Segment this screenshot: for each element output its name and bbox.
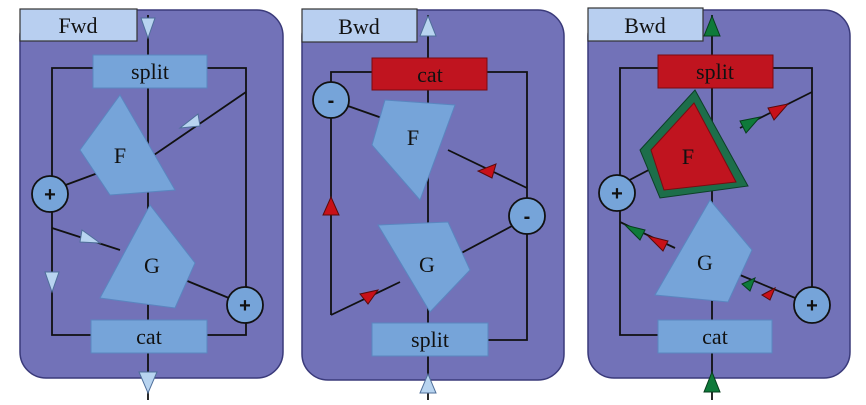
panel-background xyxy=(301,9,565,381)
left-rail-arrow xyxy=(44,271,60,294)
cat-box xyxy=(90,319,208,354)
add-op-left-label: + xyxy=(611,183,623,205)
mode-tab xyxy=(19,8,138,42)
split-box-label: split xyxy=(131,59,169,84)
cat-box-label: cat xyxy=(702,324,728,349)
cat-box-label: cat xyxy=(136,324,162,349)
left-rail-wire xyxy=(330,71,372,315)
panel-fwd: F G split cat + + Fwd xyxy=(19,8,284,400)
input-arrow xyxy=(140,17,156,40)
f-block-label: F xyxy=(682,144,694,169)
mode-tab xyxy=(587,7,704,42)
right-rail-wire xyxy=(773,67,813,292)
g-output-grad-arrow xyxy=(359,289,380,305)
g-output-grad-arrow-red xyxy=(646,235,669,252)
sub-op-right xyxy=(508,197,546,235)
g-block-label: G xyxy=(419,252,435,277)
input-arrow xyxy=(419,372,437,394)
f-input-grad-arrow xyxy=(476,163,497,179)
f-input-grad-arrow-red xyxy=(767,103,790,121)
add-op-left xyxy=(598,174,636,212)
add-op-right-label: + xyxy=(806,295,818,317)
add-op-right-label: + xyxy=(239,295,251,317)
cat-box-label: cat xyxy=(417,62,443,87)
add-to-g-grad-arrow-green xyxy=(741,277,756,292)
add-op-left-label: + xyxy=(44,184,56,206)
input-to-f-arrow xyxy=(178,113,201,129)
cat-box xyxy=(657,319,773,354)
f-block xyxy=(371,99,456,201)
panel-background xyxy=(587,9,851,379)
add-op-left xyxy=(31,175,69,213)
add-op-right xyxy=(226,286,264,324)
add-op-right xyxy=(793,286,831,324)
mode-tab-label: Fwd xyxy=(58,13,97,38)
mode-tab-label: Bwd xyxy=(338,14,380,39)
g-block-label: G xyxy=(144,253,160,278)
f-block-label: F xyxy=(407,125,419,150)
split-box xyxy=(92,54,208,89)
split-box-label: split xyxy=(696,59,734,84)
f-input-grad-arrow-green xyxy=(739,116,762,134)
f-block xyxy=(650,102,737,191)
g-block xyxy=(99,204,196,309)
f-block-label: F xyxy=(114,143,126,168)
mode-tab xyxy=(301,8,418,43)
g-block-label: G xyxy=(697,250,713,275)
split-box xyxy=(657,54,774,89)
panel-bwd-2: F G split cat + + Bwd xyxy=(587,7,851,400)
panel-bwd-1: F G cat split - - Bwd xyxy=(301,8,565,400)
left-rail-grad-arrow xyxy=(322,195,340,216)
output-arrow xyxy=(138,371,158,395)
sub-op-left xyxy=(312,81,350,119)
sub-op-left-label: - xyxy=(328,90,335,112)
input-arrow xyxy=(703,370,721,393)
add-to-g-grad-arrow-red xyxy=(761,286,777,301)
output-arrow xyxy=(703,14,721,37)
g-output-grad-arrow-green xyxy=(623,224,646,241)
split-box-label: split xyxy=(411,327,449,352)
g-block xyxy=(377,221,471,313)
g-block xyxy=(654,199,753,303)
f-block xyxy=(79,94,176,196)
split-box xyxy=(371,322,489,357)
add-to-g-arrow xyxy=(79,229,102,244)
cat-box xyxy=(371,57,488,91)
sub-op-right-label: - xyxy=(524,206,531,228)
right-rail-wire xyxy=(207,67,247,336)
output-arrow xyxy=(419,14,437,37)
mode-tab-label: Bwd xyxy=(624,13,666,38)
